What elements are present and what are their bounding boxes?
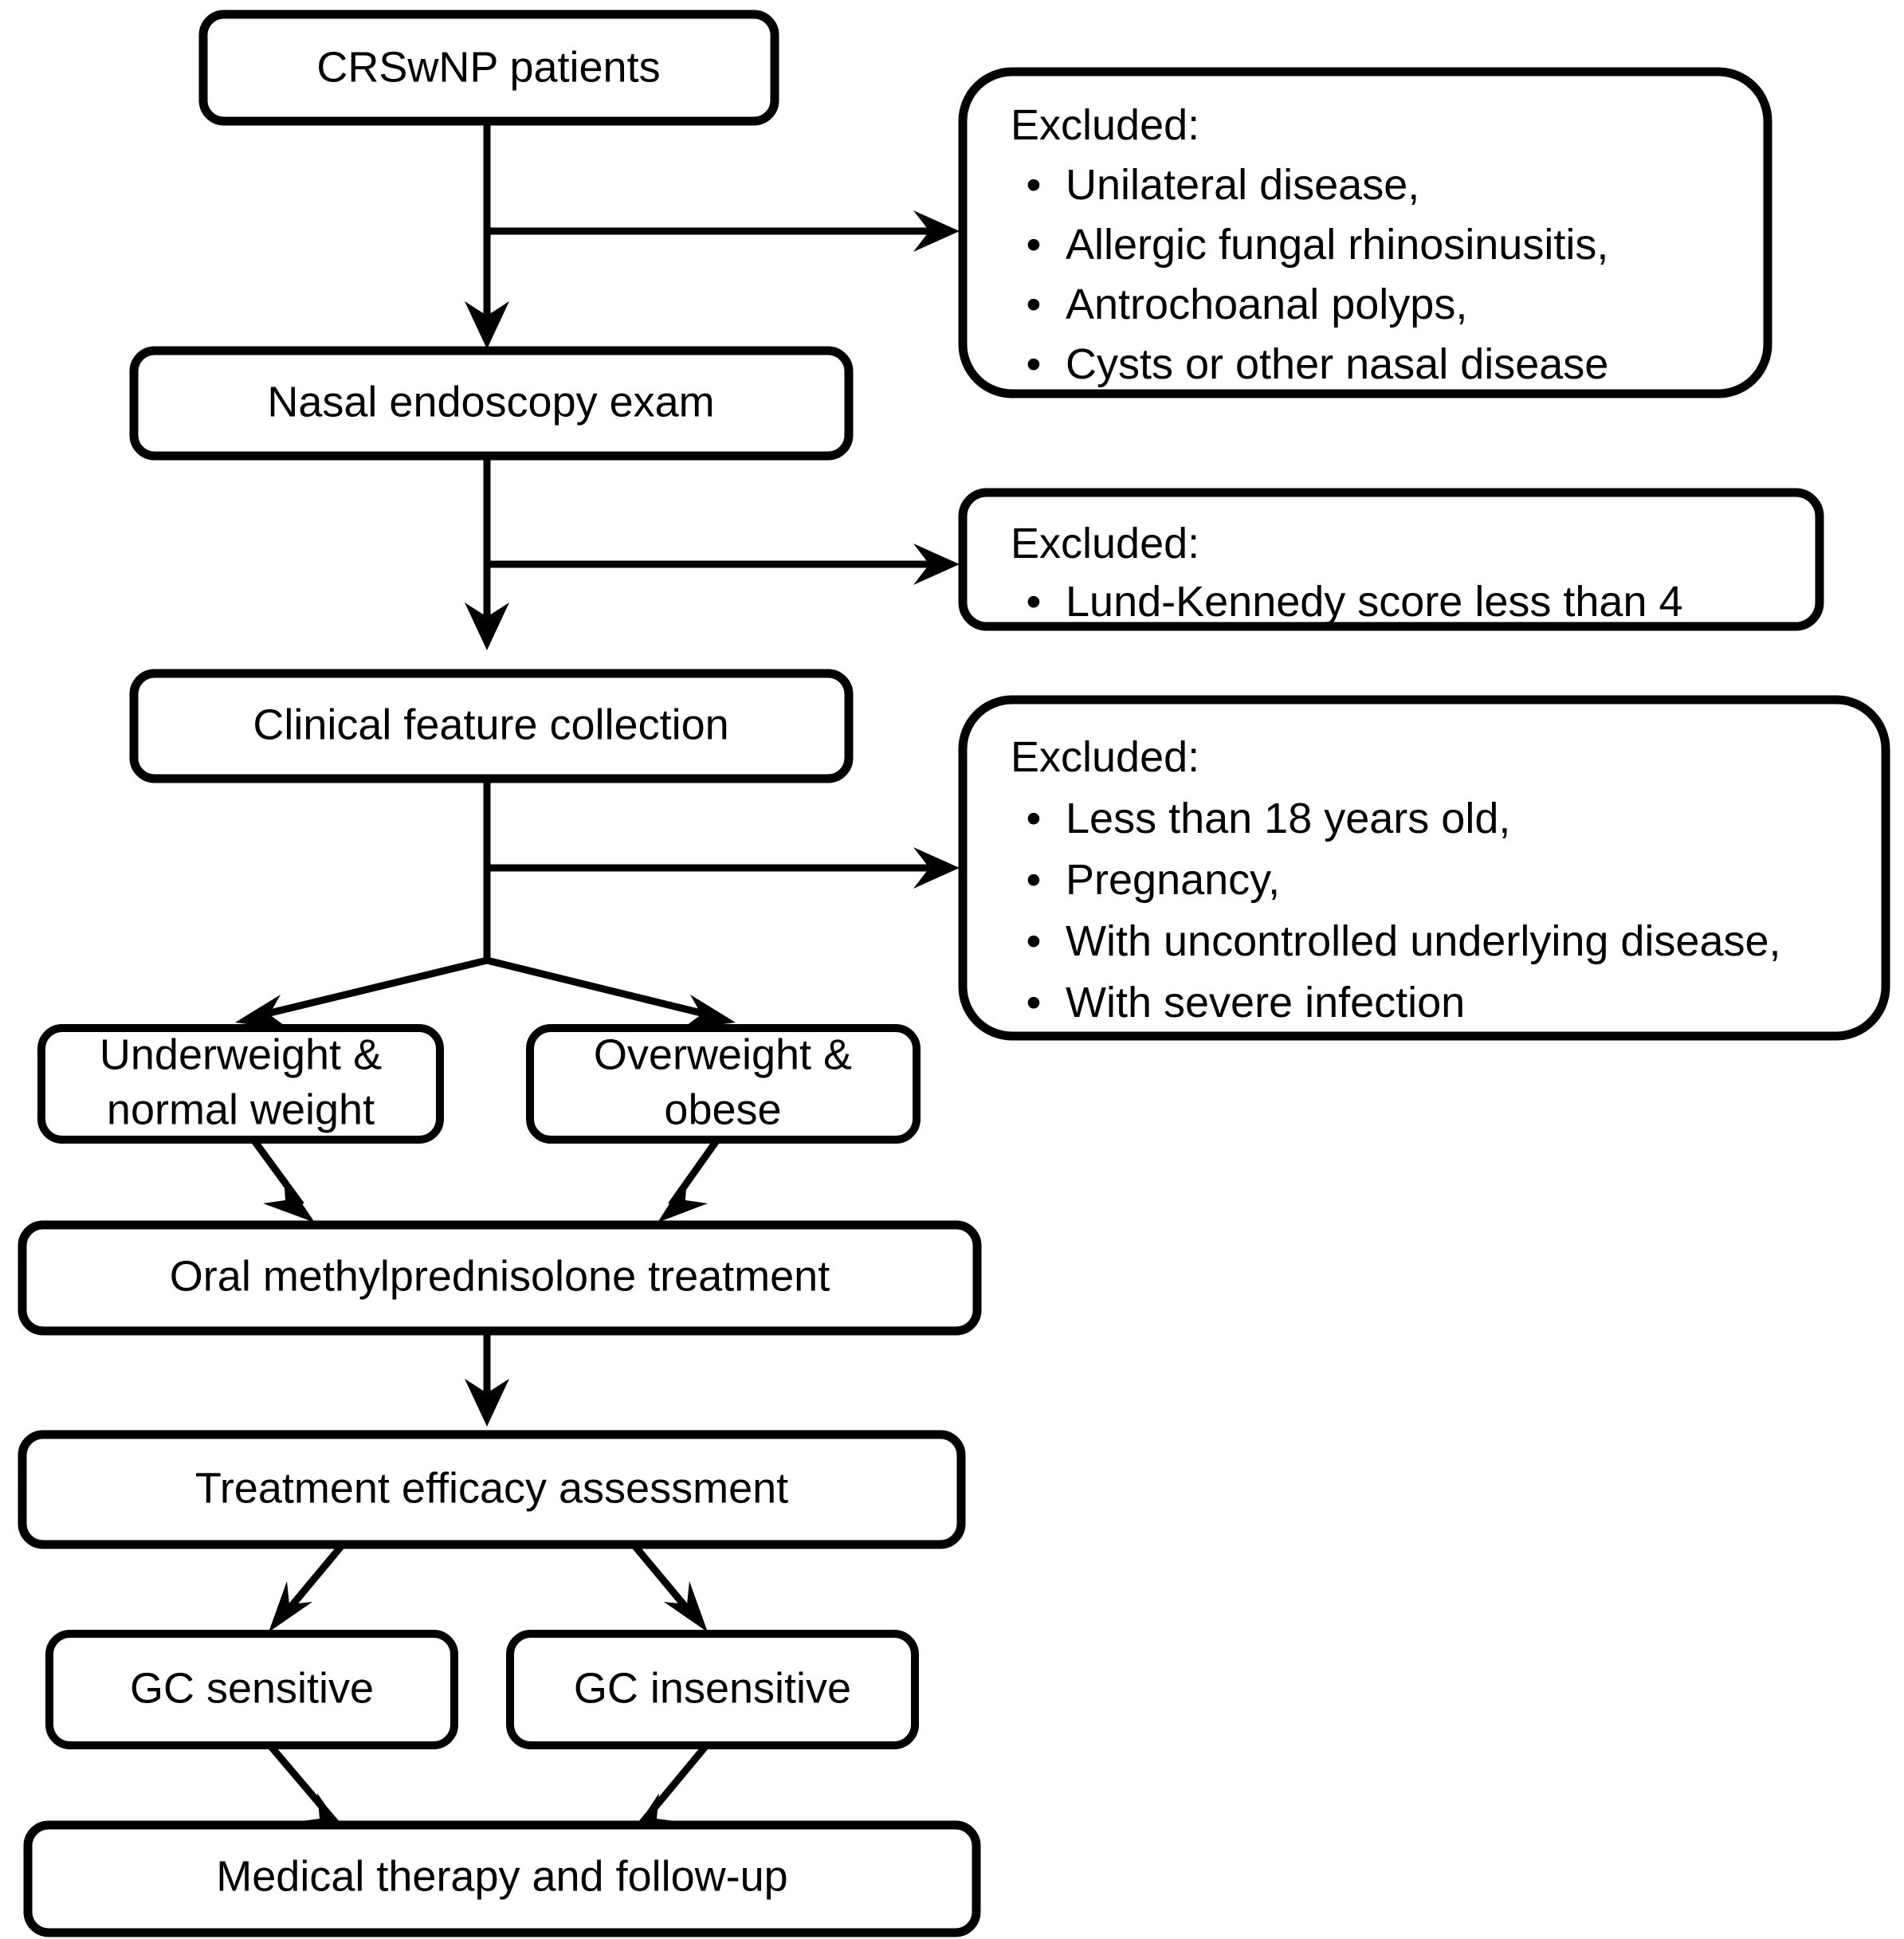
node-nasal-endoscopy[interactable]: Nasal endoscopy exam bbox=[129, 346, 854, 461]
node-gc-insensitive-box[interactable] bbox=[506, 1630, 919, 1749]
arrowhead-exclusion-3 bbox=[913, 847, 960, 889]
node-gc-sensitive-box[interactable] bbox=[45, 1630, 458, 1749]
exclusion-box-3-item-0: Less than 18 years old, bbox=[1066, 795, 1510, 842]
node-efficacy-assessment[interactable]: Treatment efficacy assessment bbox=[18, 1430, 966, 1549]
node-crswnp-patients[interactable]: CRSwNP patients bbox=[198, 10, 779, 126]
arrowhead-exclusion-2 bbox=[913, 544, 960, 585]
exclusion-box-3[interactable]: Excluded: • Less than 18 years old, • Pr… bbox=[958, 695, 1890, 1041]
node-nasal-endoscopy-box[interactable] bbox=[129, 346, 854, 461]
exclusion-box-1[interactable]: Excluded: • Unilateral disease, • Allerg… bbox=[958, 67, 1772, 398]
exclusion-box-1-item-1: Allergic fungal rhinosinusitis, bbox=[1066, 221, 1608, 269]
arrowhead-gc-insensitive bbox=[664, 1581, 708, 1632]
node-clinical-feature-label: Clinical feature collection bbox=[253, 701, 728, 748]
exclusion-box-3-item-3: With severe infection bbox=[1066, 979, 1465, 1026]
node-overweight-obese-label-line1: Overweight & bbox=[594, 1030, 852, 1078]
node-crswnp-patients-label: CRSwNP patients bbox=[316, 43, 660, 91]
exclusion-box-2-title: Excluded: bbox=[1011, 520, 1199, 567]
node-oral-treatment[interactable]: Oral methylprednisolone treatment bbox=[18, 1220, 982, 1336]
exclusion-box-2-bullet-0: • bbox=[1027, 578, 1042, 626]
arrowhead-gc-sensitive bbox=[269, 1581, 312, 1632]
node-efficacy-assessment-box[interactable] bbox=[18, 1430, 966, 1549]
node-underweight-normal-label-line1: Underweight & bbox=[100, 1030, 382, 1078]
arrowhead-overweight bbox=[681, 995, 736, 1030]
exclusion-box-1-bullet-1: • bbox=[1027, 221, 1042, 269]
node-medical-followup-label: Medical therapy and follow-up bbox=[216, 1852, 787, 1900]
exclusion-box-3-bullet-0: • bbox=[1027, 795, 1042, 842]
exclusion-box-1-title: Excluded: bbox=[1011, 101, 1199, 149]
node-oral-treatment-label: Oral methylprednisolone treatment bbox=[170, 1252, 830, 1300]
arrowhead-overweight-to-treatment bbox=[658, 1176, 708, 1223]
arrowhead-exclusion-1 bbox=[913, 210, 960, 252]
exclusion-box-1-bullet-0: • bbox=[1027, 161, 1042, 209]
exclusion-box-2-item-0: Lund-Kennedy score less than 4 bbox=[1066, 578, 1683, 626]
exclusion-box-3-frame[interactable] bbox=[958, 695, 1890, 1041]
arrowhead-crswnp-to-endoscopy bbox=[465, 301, 509, 349]
node-gc-sensitive[interactable]: GC sensitive bbox=[45, 1630, 458, 1749]
node-efficacy-assessment-label: Treatment efficacy assessment bbox=[195, 1464, 788, 1512]
arrowhead-endoscopy-to-clinical bbox=[465, 603, 509, 650]
exclusion-box-1-frame[interactable] bbox=[958, 67, 1772, 398]
arrowhead-treatment-to-assessment bbox=[465, 1379, 509, 1427]
node-nasal-endoscopy-label: Nasal endoscopy exam bbox=[267, 378, 714, 426]
exclusion-box-3-title: Excluded: bbox=[1011, 733, 1199, 781]
node-clinical-feature-box[interactable] bbox=[129, 669, 854, 783]
edge-split-to-underweight bbox=[252, 956, 489, 1021]
exclusion-box-3-bullet-3: • bbox=[1027, 979, 1042, 1026]
node-underweight-normal-label-line2: normal weight bbox=[107, 1085, 375, 1133]
arrowhead-underweight bbox=[235, 995, 290, 1030]
node-medical-followup-box[interactable] bbox=[23, 1820, 981, 1937]
node-medical-followup[interactable]: Medical therapy and follow-up bbox=[23, 1820, 981, 1937]
exclusion-box-1-item-0: Unilateral disease, bbox=[1066, 161, 1419, 209]
exclusion-box-1-item-3: Cysts or other nasal disease bbox=[1066, 340, 1608, 388]
edge-split-to-overweight bbox=[485, 956, 719, 1021]
node-overweight-obese-label-line2: obese bbox=[664, 1085, 781, 1133]
exclusion-box-1-bullet-2: • bbox=[1027, 281, 1042, 328]
node-crswnp-patients-box[interactable] bbox=[198, 10, 779, 126]
connectors-group bbox=[235, 121, 960, 1841]
node-gc-sensitive-label: GC sensitive bbox=[130, 1664, 374, 1712]
arrowhead-underweight-to-treatment bbox=[263, 1176, 315, 1223]
node-oral-treatment-box[interactable] bbox=[18, 1220, 982, 1336]
node-underweight-normal[interactable]: Underweight & normal weight bbox=[37, 1024, 444, 1144]
exclusion-box-3-bullet-2: • bbox=[1027, 917, 1042, 965]
node-gc-insensitive[interactable]: GC insensitive bbox=[506, 1630, 919, 1749]
exclusion-box-2-frame[interactable] bbox=[958, 488, 1824, 631]
node-gc-insensitive-label: GC insensitive bbox=[574, 1664, 851, 1712]
node-overweight-obese[interactable]: Overweight & obese bbox=[526, 1024, 921, 1144]
exclusion-box-1-item-2: Antrochoanal polyps, bbox=[1066, 281, 1467, 328]
exclusion-box-1-bullet-3: • bbox=[1027, 340, 1042, 388]
node-underweight-normal-box[interactable] bbox=[37, 1024, 444, 1144]
exclusion-box-3-bullet-1: • bbox=[1027, 856, 1042, 904]
node-overweight-obese-box[interactable] bbox=[526, 1024, 921, 1144]
exclusion-box-3-item-1: Pregnancy, bbox=[1066, 856, 1280, 904]
node-clinical-feature[interactable]: Clinical feature collection bbox=[129, 669, 854, 783]
exclusion-box-2[interactable]: Excluded: • Lund-Kennedy score less than… bbox=[958, 488, 1824, 631]
exclusion-box-3-item-2: With uncontrolled underlying disease, bbox=[1066, 917, 1781, 965]
